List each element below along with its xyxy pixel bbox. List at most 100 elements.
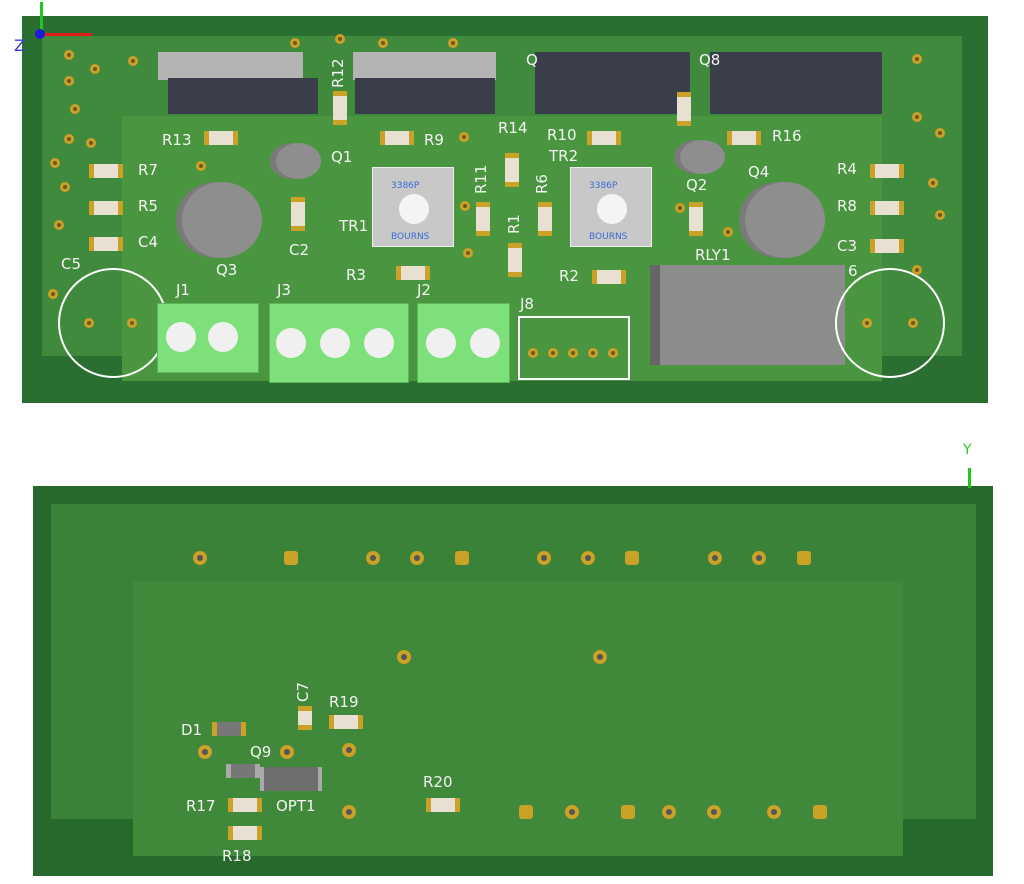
via <box>912 265 922 275</box>
q-tab-2 <box>353 52 496 80</box>
label-q1: Q1 <box>331 148 353 166</box>
via <box>723 227 733 237</box>
r11-body <box>476 202 490 236</box>
pad <box>342 743 356 757</box>
via <box>86 138 96 148</box>
r9-body <box>380 131 414 145</box>
pad <box>767 805 781 819</box>
pad <box>342 805 356 819</box>
pot-brand: BOURNS <box>589 232 628 242</box>
pad <box>621 805 635 819</box>
j2-terminal <box>417 303 510 383</box>
via <box>48 289 58 299</box>
q9-body <box>226 764 260 778</box>
via <box>196 161 206 171</box>
label-q8: Q8 <box>699 51 721 69</box>
q2-cap-body <box>689 202 703 236</box>
pot-marking: 3386P <box>391 181 420 191</box>
c2-body <box>291 197 305 231</box>
label-r4: R4 <box>837 160 857 178</box>
via <box>912 54 922 64</box>
label-r5: R5 <box>138 197 158 215</box>
pad <box>752 551 766 565</box>
pot-marking: 3386P <box>589 181 618 191</box>
r13-body <box>204 131 238 145</box>
label-r2: R2 <box>559 267 579 285</box>
label-r13: R13 <box>162 131 192 149</box>
via <box>70 104 80 114</box>
via <box>675 203 685 213</box>
via <box>928 178 938 188</box>
label-c2: C2 <box>289 241 310 259</box>
axis-gizmo-top: Z <box>14 0 92 55</box>
r8-body <box>870 201 904 215</box>
tr2-trimpot: 3386P BOURNS <box>570 167 652 247</box>
via <box>127 318 137 328</box>
via <box>448 38 458 48</box>
q-package-2 <box>355 78 495 114</box>
label-j3: J3 <box>277 281 291 299</box>
label-q-partial: Q <box>526 51 538 69</box>
via <box>463 248 473 258</box>
label-j8: J8 <box>520 295 534 313</box>
label-j1: J1 <box>176 281 190 299</box>
via <box>935 210 945 220</box>
r19-body <box>329 715 363 729</box>
r17-body <box>228 798 262 812</box>
pot-brand: BOURNS <box>391 232 430 242</box>
q2-body <box>680 140 725 174</box>
label-r16: R16 <box>772 127 802 145</box>
label-c6-partial: 6 <box>848 262 858 280</box>
via <box>128 56 138 66</box>
via <box>60 182 70 192</box>
axis-z-label: Z <box>14 36 25 55</box>
label-q9: Q9 <box>250 743 272 761</box>
pad <box>455 551 469 565</box>
via <box>84 318 94 328</box>
pad <box>708 551 722 565</box>
pad <box>284 551 298 565</box>
q1-body <box>276 143 321 179</box>
q-tab-1 <box>158 52 303 80</box>
q-package-3 <box>535 52 690 114</box>
pad <box>397 650 411 664</box>
pad <box>193 551 207 565</box>
label-r3: R3 <box>346 266 366 284</box>
rly1-body <box>650 265 845 365</box>
r1-body <box>508 243 522 277</box>
pad <box>366 551 380 565</box>
board-core <box>133 581 903 856</box>
tr1-trimpot: 3386P BOURNS <box>372 167 454 247</box>
via <box>908 318 918 328</box>
via <box>378 38 388 48</box>
label-j2: J2 <box>417 281 431 299</box>
label-r11: R11 <box>472 164 490 194</box>
label-q2: Q2 <box>686 176 708 194</box>
pad <box>813 805 827 819</box>
via <box>862 318 872 328</box>
c7-body <box>298 706 312 730</box>
pad <box>593 650 607 664</box>
pad <box>280 745 294 759</box>
j1-terminal <box>157 303 259 373</box>
j8-header <box>518 316 630 380</box>
pad <box>410 551 424 565</box>
opt1-body <box>260 767 322 791</box>
c5-outline <box>58 268 168 378</box>
via <box>64 76 74 86</box>
via <box>459 132 469 142</box>
r10-body <box>587 131 621 145</box>
label-r18: R18 <box>222 847 252 865</box>
c4-body <box>89 237 123 251</box>
label-r7: R7 <box>138 161 158 179</box>
r12-body <box>333 91 347 125</box>
pad <box>581 551 595 565</box>
label-r19: R19 <box>329 693 359 711</box>
via <box>64 134 74 144</box>
label-r17: R17 <box>186 797 216 815</box>
q3-body <box>182 182 262 258</box>
label-tr1: TR1 <box>339 217 369 235</box>
rq-body <box>677 92 691 126</box>
pad <box>662 805 676 819</box>
via <box>90 64 100 74</box>
